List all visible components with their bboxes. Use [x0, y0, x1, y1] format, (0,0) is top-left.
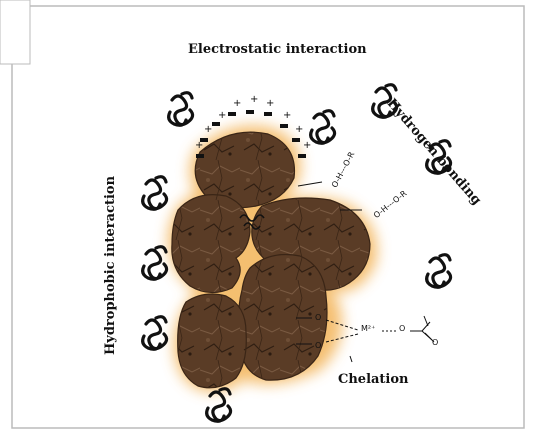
electrostatic-interaction-label: Electrostatic interaction [188, 42, 367, 57]
chelation-carbonyl-oxygen: O [432, 338, 438, 347]
particle-bottom-left [178, 294, 247, 388]
chelation-metal-ion: M²⁺ [361, 324, 375, 333]
chelation-label: Chelation [338, 372, 409, 387]
svg-text:+: + [303, 140, 311, 151]
svg-text:+: + [218, 110, 226, 121]
chelation-ligand-oxygen: O [399, 324, 405, 333]
svg-text:+: + [250, 94, 258, 105]
svg-text:+: + [233, 98, 241, 109]
svg-text:+: + [266, 98, 274, 109]
svg-text:+: + [283, 110, 291, 121]
svg-text:+: + [204, 124, 212, 135]
hydrophobic-interaction-label: Hydrophobic interaction [103, 176, 118, 355]
chelation-oxygen-top: O [315, 313, 321, 322]
particle-left [172, 195, 250, 293]
svg-text:+: + [295, 124, 303, 135]
particle-bottom-center [238, 255, 327, 381]
chelation-oxygen-bottom: O [315, 341, 321, 350]
